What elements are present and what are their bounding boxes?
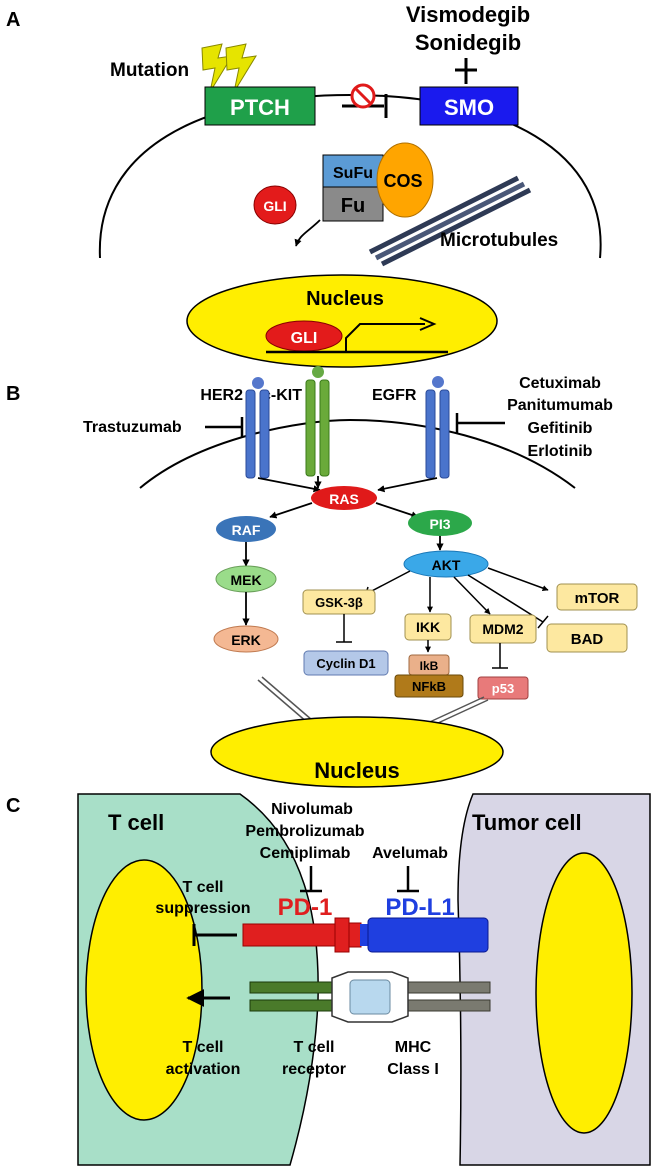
ptch-receptor — [204, 86, 316, 126]
pd1-pdl1-complex — [242, 917, 489, 953]
drug-vismodegib: Vismodegib — [406, 2, 530, 27]
nucleus-b — [210, 716, 504, 788]
cos-label: COS — [383, 171, 422, 191]
cetuximab-label: Cetuximab — [519, 375, 601, 392]
microtubules-label: Microtubules — [440, 230, 558, 251]
gsk3b-label: GSK-3β — [315, 595, 363, 610]
ras-node — [311, 486, 377, 510]
mtor-label: mTOR — [575, 590, 620, 607]
raf-label: RAF — [232, 522, 261, 538]
cemiplimab-label: Cemiplimab — [260, 845, 351, 862]
ckit-label: c-KIT — [262, 387, 302, 404]
panel-c: C T cell Tumor cell Nivolumab Pembrolizu… — [6, 793, 651, 1166]
pi3-node — [408, 510, 472, 536]
panel-a-label: A — [6, 9, 20, 31]
panel-c-label: C — [6, 795, 20, 817]
erk-node — [213, 625, 279, 653]
tumor-cell-title: Tumor cell — [472, 810, 582, 835]
egfr-label: EGFR — [372, 387, 417, 404]
mek-label: MEK — [230, 572, 261, 588]
sufu-label: SuFu — [333, 165, 373, 182]
egfr-receptor — [425, 376, 450, 479]
bad-node — [546, 623, 628, 653]
mutation-lightning-icon — [201, 43, 257, 93]
no-symbol-icon — [350, 83, 376, 109]
nucleus-a — [186, 274, 498, 368]
microtubules-icon — [368, 175, 532, 267]
mutation-label: Mutation — [110, 60, 189, 81]
suppression-line2: suppression — [155, 900, 250, 917]
p53-node — [477, 676, 529, 700]
her2-receptor — [245, 377, 270, 479]
nucleus-a-label: Nucleus — [306, 288, 384, 310]
panel-a: A Vismodegib Sonidegib Mutation PTCH SMO… — [6, 2, 602, 368]
gsk3b-node — [302, 589, 376, 615]
akt-label: AKT — [432, 557, 461, 573]
cell-membrane — [98, 93, 602, 259]
pd1-label: PD-1 — [278, 894, 333, 921]
nivolumab-label: Nivolumab — [271, 801, 353, 818]
tcr-line1: T cell — [294, 1039, 335, 1056]
nfkb-label: NFkB — [412, 679, 446, 694]
panel-b-label: B — [6, 383, 20, 405]
pembrolizumab-label: Pembrolizumab — [245, 823, 364, 840]
drug-sonidegib: Sonidegib — [415, 30, 521, 55]
mhc-line1: MHC — [395, 1039, 432, 1056]
gli-protein — [253, 185, 297, 225]
activation-line2: activation — [166, 1061, 241, 1078]
fu-label: Fu — [341, 195, 365, 217]
nfkb-node — [394, 674, 464, 698]
gli-nuclear-label: GLI — [291, 330, 318, 347]
t-cell-title: T cell — [108, 810, 164, 835]
tumor-cell-nucleus — [535, 852, 633, 1134]
mdm2-node — [469, 614, 537, 644]
ikk-label: IKK — [416, 619, 440, 635]
cell-membrane-b — [139, 418, 576, 489]
ras-label: RAS — [329, 491, 359, 507]
smo-receptor — [419, 86, 519, 126]
cos-protein — [376, 142, 434, 218]
raf-node — [216, 516, 276, 542]
suppression-line1: T cell — [183, 879, 224, 896]
t-cell-nucleus — [85, 859, 203, 1121]
avelumab-label: Avelumab — [372, 845, 448, 862]
erlotinib-label: Erlotinib — [528, 443, 593, 460]
nucleus-b-label: Nucleus — [314, 758, 400, 783]
fu-box — [322, 186, 384, 222]
trastuzumab-label: Trastuzumab — [83, 419, 182, 436]
pi3-label: PI3 — [429, 516, 450, 532]
gli-label: GLI — [263, 198, 286, 214]
ikb-label: IkB — [420, 659, 439, 673]
cyclin-d1-node — [303, 650, 389, 676]
tcr-line2: receptor — [282, 1061, 346, 1078]
tcr-mhc-complex — [249, 971, 491, 1023]
pdl1-label: PD-L1 — [385, 894, 454, 921]
mhc-line2: Class I — [387, 1061, 439, 1078]
cyclin-d1-label: Cyclin D1 — [316, 656, 375, 671]
gefitinib-label: Gefitinib — [528, 420, 593, 437]
mtor-node — [556, 583, 638, 611]
ckit-receptor — [305, 366, 330, 477]
her2-label: HER2 — [200, 387, 243, 404]
panitumumab-label: Panitumumab — [507, 397, 613, 414]
mdm2-label: MDM2 — [482, 621, 523, 637]
bad-label: BAD — [571, 631, 604, 648]
erk-label: ERK — [231, 632, 261, 648]
activation-line1: T cell — [183, 1039, 224, 1056]
ptch-label: PTCH — [230, 95, 290, 120]
p53-label: p53 — [492, 681, 514, 696]
panel-b: B HER2 c-KIT EGFR Trastuzumab Cetuximab … — [6, 366, 638, 788]
smo-label: SMO — [444, 95, 494, 120]
akt-node — [403, 550, 489, 578]
